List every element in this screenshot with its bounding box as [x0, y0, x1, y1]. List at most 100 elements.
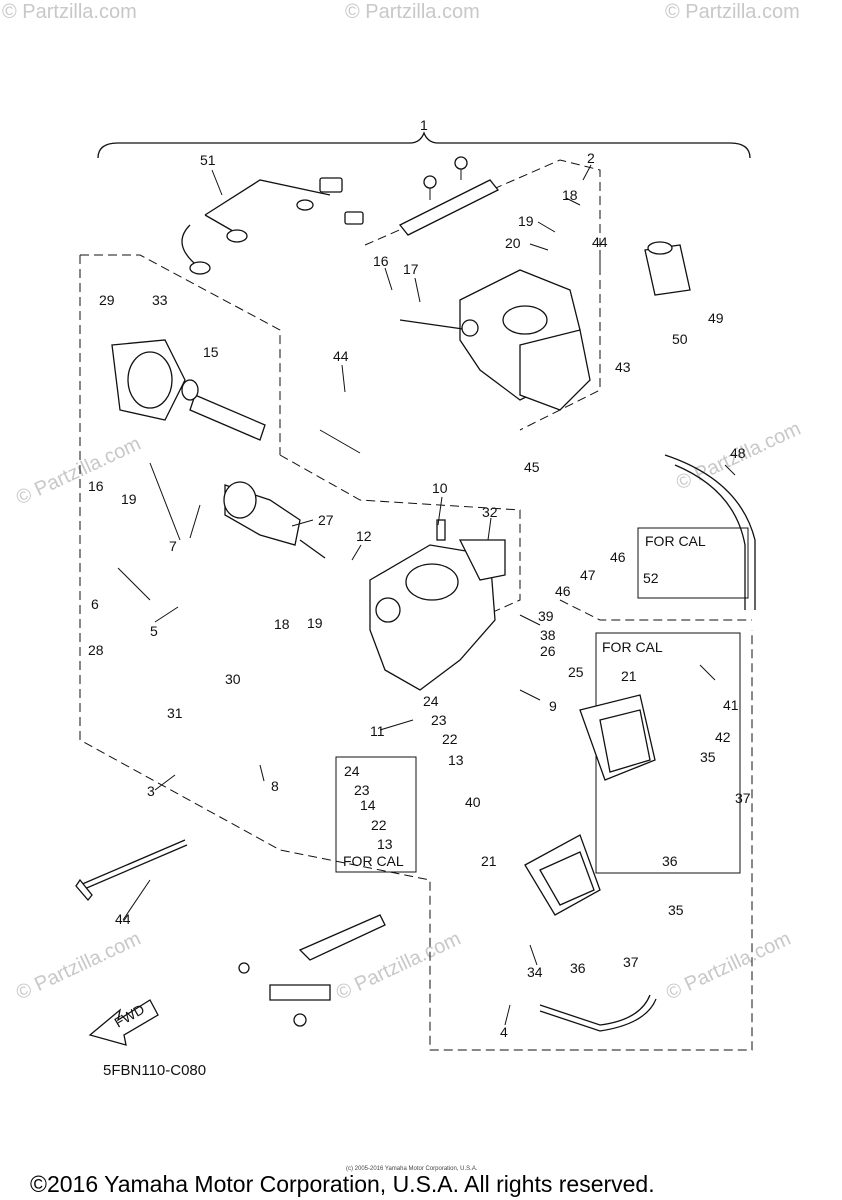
watermark: © Partzilla.com: [663, 928, 794, 1005]
part-label-46a: 46: [610, 549, 626, 565]
part-label-50: 50: [672, 331, 688, 347]
part-label-52: 52: [643, 570, 659, 586]
part-label-12: 12: [356, 528, 372, 544]
part-label-31: 31: [167, 705, 183, 721]
part-label-36b: 36: [570, 960, 586, 976]
assembly-bracket: [97, 131, 751, 159]
part-label-39: 39: [538, 608, 554, 624]
for-cal-box-52: [637, 527, 749, 599]
hose-48: [664, 454, 756, 610]
part-label-44c: 44: [115, 911, 131, 927]
part-label-9: 9: [549, 698, 557, 714]
for-cal-label: FOR CAL: [645, 533, 706, 549]
for-cal-label: FOR CAL: [602, 639, 663, 655]
part-label-46b: 46: [555, 583, 571, 599]
carb-cover-std: [524, 834, 601, 916]
wire-harness: [181, 177, 364, 275]
part-label-8: 8: [271, 778, 279, 794]
watermark: © Partzilla.com: [665, 1, 800, 23]
part-label-6: 6: [91, 596, 99, 612]
part-label-49: 49: [708, 310, 724, 326]
bottom-bracket: [238, 914, 386, 1027]
part-label-4: 4: [500, 1024, 508, 1040]
part-label-13a: 13: [448, 752, 464, 768]
part-label-19c: 19: [307, 615, 323, 631]
part-label-18b: 18: [274, 616, 290, 632]
part-label-36a: 36: [662, 853, 678, 869]
part-label-20: 20: [505, 235, 521, 251]
for-cal-box-jets: [335, 756, 417, 873]
watermark: © Partzilla.com: [345, 1, 480, 23]
part-label-25: 25: [568, 664, 584, 680]
part-label-5: 5: [150, 623, 158, 639]
part-label-47: 47: [580, 567, 596, 583]
carb-cover-cal: [579, 694, 656, 781]
watermark: © Partzilla.com: [2, 1, 137, 23]
part-label-16b: 16: [88, 478, 104, 494]
part-label-45: 45: [524, 459, 540, 475]
watermark: © Partzilla.com: [13, 928, 144, 1005]
part-label-23a: 23: [431, 712, 447, 728]
part-label-30: 30: [225, 671, 241, 687]
diagram-code: 5FBN110-C080: [103, 1062, 206, 1079]
part-label-44b: 44: [333, 348, 349, 364]
part-label-51: 51: [200, 152, 216, 168]
right-dashed-boundary: [559, 599, 752, 621]
part-label-11: 11: [370, 723, 385, 739]
linkage-rod-44: [75, 839, 188, 902]
top-bracket-plate: [398, 156, 500, 236]
part-label-37b: 37: [623, 954, 639, 970]
copyright-notice: ©2016 Yamaha Motor Corporation, U.S.A. A…: [30, 1171, 655, 1197]
middle-dashed-boundary: [279, 454, 521, 641]
lower-carburetor-body: [369, 519, 506, 691]
part-label-16a: 16: [373, 253, 389, 269]
part-label-38: 38: [540, 627, 556, 643]
part-label-22b: 22: [371, 817, 387, 833]
part-labels: 1 2 3 4 5 6 7 8 9 10 11 12 13 13 14 15 1…: [88, 117, 751, 1040]
part-label-13b: 13: [377, 836, 393, 852]
left-dashed-boundary: [80, 254, 281, 455]
part-label-40: 40: [465, 794, 481, 810]
part-label-34: 34: [527, 964, 543, 980]
part-label-1: 1: [420, 117, 428, 133]
upper-carburetor-body: [399, 269, 591, 411]
part-label-33: 33: [152, 292, 168, 308]
part-label-19b: 19: [121, 491, 137, 507]
diaphragm-cover-left: [111, 339, 326, 559]
part-label-2: 2: [587, 150, 595, 166]
part-label-42: 42: [715, 729, 731, 745]
part-label-35a: 35: [700, 749, 716, 765]
part-label-37a: 37: [735, 790, 751, 806]
fwd-arrow: FWD: [88, 999, 159, 1046]
part-label-10: 10: [432, 480, 448, 496]
part-label-43: 43: [615, 359, 631, 375]
part-label-32: 32: [482, 504, 498, 520]
part-label-7: 7: [169, 538, 177, 554]
part-label-21a: 21: [621, 668, 637, 684]
cable-bracket-50: [644, 241, 691, 296]
lower-dashed-boundary: [79, 255, 753, 1051]
fine-print: (c) 2005-2016 Yamaha Motor Corporation, …: [346, 1166, 478, 1172]
part-label-15: 15: [203, 344, 219, 360]
part-label-29: 29: [99, 292, 115, 308]
part-label-44a: 44: [592, 234, 608, 250]
throttle-cable: [539, 994, 657, 1032]
part-label-19a: 19: [518, 213, 534, 229]
part-label-41: 41: [723, 697, 739, 713]
part-label-18a: 18: [562, 187, 578, 203]
part-label-24b: 24: [344, 763, 360, 779]
part-label-27: 27: [318, 512, 334, 528]
part-label-22a: 22: [442, 731, 458, 747]
for-cal-label: FOR CAL: [343, 853, 404, 869]
part-label-23b: 23: [354, 782, 370, 798]
part-label-24a: 24: [423, 693, 439, 709]
part-label-28: 28: [88, 642, 104, 658]
part-label-21b: 21: [481, 853, 497, 869]
part-label-14: 14: [360, 797, 376, 813]
leader-lines: [117, 164, 736, 1026]
part-label-17: 17: [403, 261, 419, 277]
part-label-35b: 35: [668, 902, 684, 918]
part-label-26: 26: [540, 643, 556, 659]
part-label-3: 3: [147, 783, 155, 799]
